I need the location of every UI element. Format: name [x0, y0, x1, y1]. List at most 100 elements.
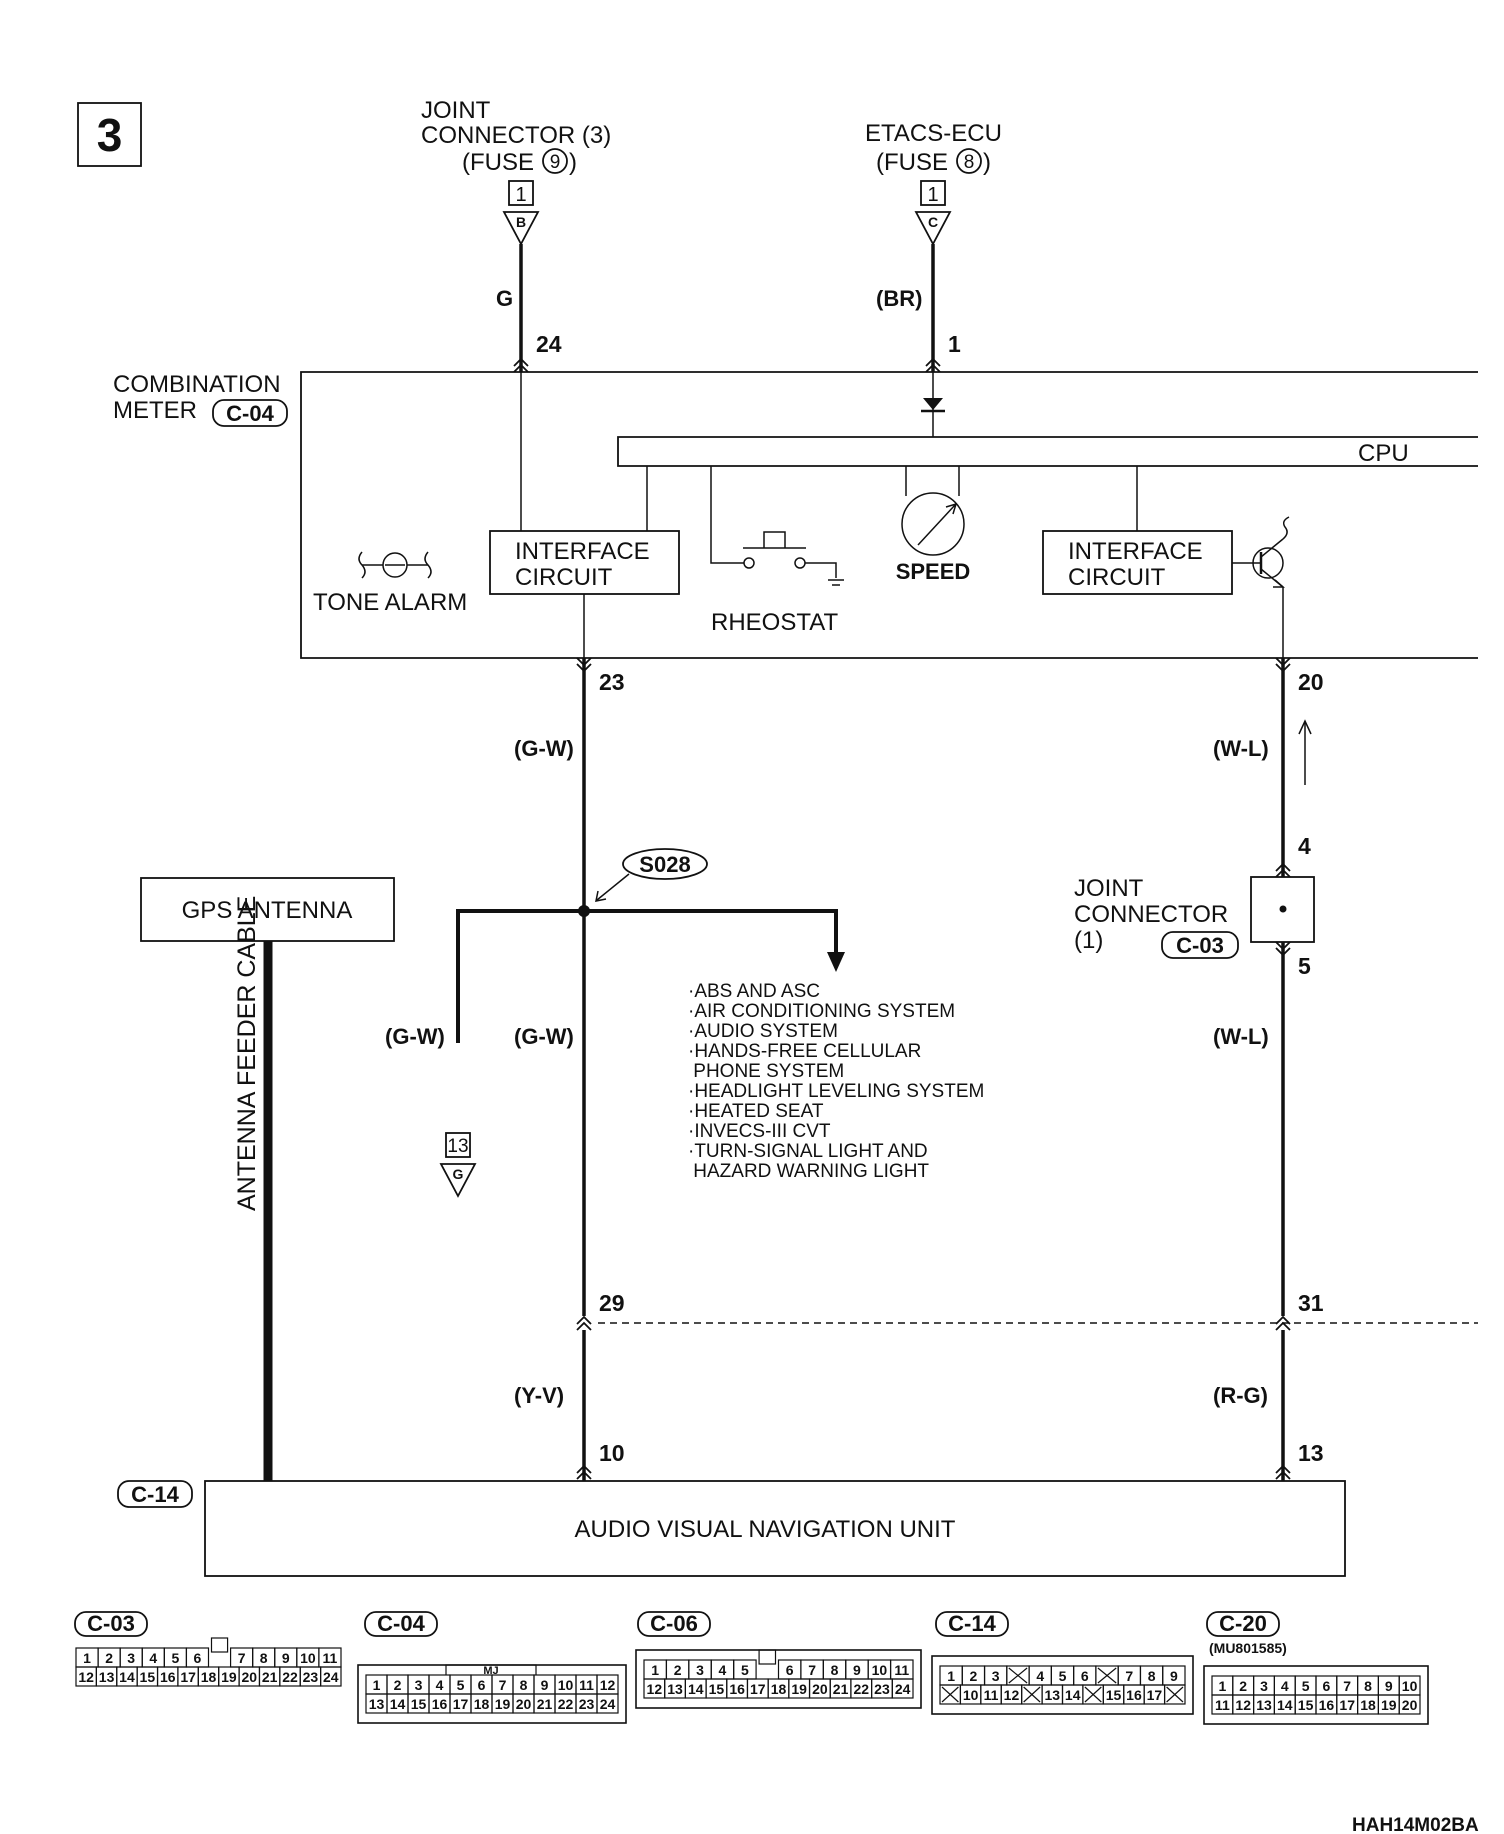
legend-pin-number: 12: [1004, 1687, 1020, 1703]
cpu-label: CPU: [1358, 440, 1409, 467]
legend-key-mark: MJ: [483, 1665, 498, 1677]
legend-pin-number: 3: [696, 1662, 704, 1678]
wire-gw-main: 23 (G-W) (G-W) 29 (Y-V) 10: [514, 657, 625, 1481]
legend-pin-number: 2: [1239, 1678, 1247, 1694]
legend-pin-number: 4: [1036, 1668, 1044, 1684]
legend-pin-number: 10: [300, 1650, 316, 1666]
etacs-ecu-label: ETACS-ECU (FUSE 8 ): [865, 120, 1002, 176]
legend-pin-number: 17: [180, 1669, 196, 1685]
systems-list-item-3: ·HANDS-FREE CELLULAR: [688, 1041, 921, 1062]
wire-color-gw-left: (G-W): [385, 1024, 445, 1049]
legend-pin-number: 16: [160, 1669, 176, 1685]
legend-pin-number: 23: [874, 1681, 890, 1697]
systems-list-item-8: ·TURN-SIGNAL LIGHT AND: [688, 1141, 928, 1162]
pin-20: 20: [1298, 669, 1324, 695]
legend-pin-number: 6: [1323, 1678, 1331, 1694]
legend-pin-number: 9: [1385, 1678, 1393, 1694]
joint-connector-1-line2: CONNECTOR: [1074, 901, 1228, 928]
systems-list-item-0: ·ABS AND ASC: [688, 981, 820, 1002]
etacs-ecu-line1: ETACS-ECU: [865, 120, 1002, 147]
systems-list-item-2: ·AUDIO SYSTEM: [688, 1021, 838, 1042]
joint-connector-1-label: JOINT CONNECTOR (1) C-03: [1074, 875, 1239, 959]
etacs-ecu-fuse: (FUSE: [876, 149, 948, 176]
legend-pin-number: 17: [750, 1681, 766, 1697]
legend-pin-number: 5: [457, 1677, 465, 1693]
wire-color-yv: (Y-V): [514, 1383, 564, 1408]
pin-29: 29: [599, 1290, 625, 1316]
legend-pin-number: 24: [323, 1669, 339, 1685]
legend-pin-number: 4: [1281, 1678, 1289, 1694]
tone-alarm-label: TONE ALARM: [313, 589, 467, 616]
joint-connector-3-fuse: (FUSE: [462, 149, 534, 176]
legend-pin-number: 9: [853, 1662, 861, 1678]
legend-pin-number: 12: [1235, 1697, 1251, 1713]
navigation-unit: C-14 AUDIO VISUAL NAVIGATION UNIT: [117, 1480, 1346, 1577]
legend-pin-number: 15: [709, 1681, 725, 1697]
legend-pin-number: 3: [415, 1677, 423, 1693]
legend-pin-number: 16: [432, 1696, 448, 1712]
legend-pin-number: 21: [262, 1669, 278, 1685]
terminal-right-box: 1: [927, 184, 938, 206]
joint-connector-3-line1: JOINT: [421, 97, 491, 124]
combination-meter: COMBINATION METER C-04 CPU INTERFACE CIR…: [113, 371, 1478, 659]
tone-alarm-symbol: [358, 551, 432, 579]
pin-4: 4: [1298, 833, 1311, 859]
legend-pin-number: 1: [373, 1677, 381, 1693]
wire-br: (BR) 1: [876, 244, 961, 373]
legend-pin-number: 8: [1148, 1668, 1156, 1684]
legend-pin-number: 20: [241, 1669, 257, 1685]
ground-terminal-letter: G: [453, 1166, 464, 1182]
legend-pin-number: 3: [1260, 1678, 1268, 1694]
legend-pin-number: 9: [1170, 1668, 1178, 1684]
legend-pin-number: 2: [970, 1668, 978, 1684]
legend-pin-number: 5: [1302, 1678, 1310, 1694]
interface-left-line1: INTERFACE: [515, 538, 650, 565]
systems-list-item-9: HAZARD WARNING LIGHT: [688, 1161, 929, 1182]
wire-color-gw-upper: (G-W): [514, 736, 574, 761]
wire-color-g: G: [496, 286, 513, 311]
footer-code: HAH14M02BA: [1352, 1815, 1479, 1834]
legend-pin-number: 16: [729, 1681, 745, 1697]
legend-pin-number: 1: [651, 1662, 659, 1678]
legend-pin-number: 11: [323, 1650, 338, 1666]
gps-antenna: GPS ANTENNA ANTENNA FEEDER CABLE: [140, 877, 395, 1481]
combination-meter-line2: METER: [113, 397, 197, 424]
legend-pin-number: 2: [394, 1677, 402, 1693]
legend-pin-number: 22: [853, 1681, 869, 1697]
legend-pin-number: 5: [171, 1650, 179, 1666]
wire-wl: 20 (W-L) 4 5 (W-L) 31 (R-G) 13: [1213, 657, 1324, 1481]
fuse8-number: 8: [964, 152, 975, 173]
legend-pin-number: 19: [495, 1696, 511, 1712]
legend-pin-number: 17: [453, 1696, 469, 1712]
legend-pin-number: 24: [895, 1681, 911, 1697]
systems-list-item-1: ·AIR CONDITIONING SYSTEM: [688, 1001, 955, 1022]
rheostat-label: RHEOSTAT: [711, 609, 838, 636]
rheostat-symbol: [710, 466, 844, 586]
legend-pin-number: 15: [140, 1669, 156, 1685]
legend-pin-number: 17: [1339, 1697, 1355, 1713]
legend-pin-number: 21: [833, 1681, 849, 1697]
terminal-right-letter: C: [928, 214, 938, 230]
legend-pin-number: 8: [260, 1650, 268, 1666]
ground-terminal-13g: 13 G: [439, 1132, 477, 1198]
navigation-unit-connector: C-14: [131, 1482, 179, 1507]
joint-connector-1-connector: C-03: [1176, 933, 1224, 958]
legend-pin-number: 13: [1256, 1697, 1272, 1713]
terminal-right-top: 1 C: [914, 180, 952, 246]
legend-pin-number: 11: [1215, 1697, 1230, 1713]
joint-connector-3-paren: ): [569, 149, 577, 176]
legend-pin-number: 21: [537, 1696, 553, 1712]
interface-left-line2: CIRCUIT: [515, 564, 613, 591]
joint-connector-1-line3: (1): [1074, 927, 1103, 954]
wire-color-wl-lower: (W-L): [1213, 1024, 1269, 1049]
speed-label: SPEED: [896, 559, 971, 584]
legend-pin-number: 1: [83, 1650, 91, 1666]
legend-pin-number: 14: [1065, 1687, 1081, 1703]
wire-color-wl-upper: (W-L): [1213, 736, 1269, 761]
legend-pin-number: 15: [411, 1696, 427, 1712]
legend-pin-number: 13: [369, 1696, 385, 1712]
